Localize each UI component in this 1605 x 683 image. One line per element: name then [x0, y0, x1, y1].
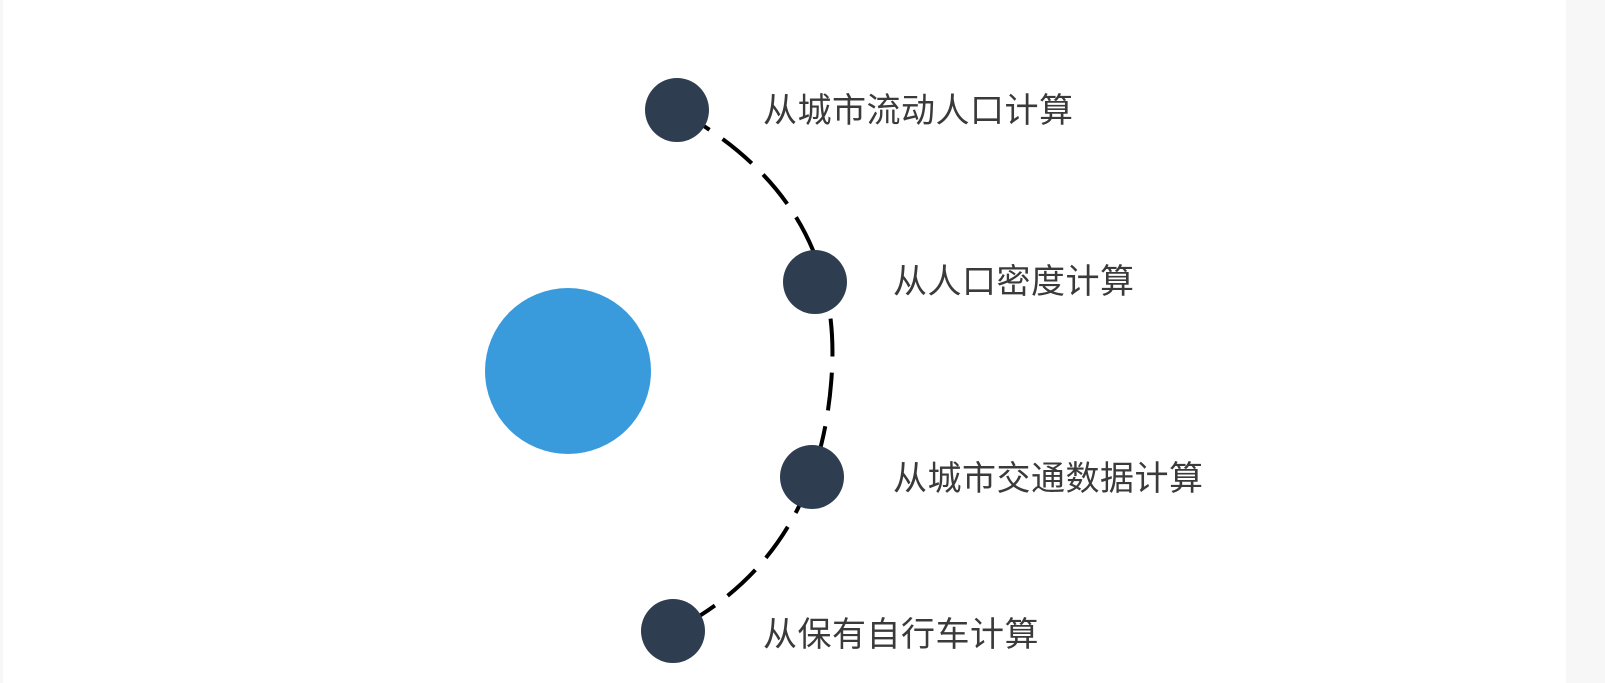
- diagram-canvas: [3, 0, 1566, 683]
- center-hub-circle: [485, 288, 651, 454]
- dashed-arc-connector: [672, 108, 835, 633]
- node-circle-1: [645, 78, 709, 142]
- node-circle-2: [783, 250, 847, 314]
- node-circle-4: [641, 599, 705, 663]
- node-label-2: 从人口密度计算: [893, 262, 1135, 302]
- node-label-1: 从城市流动人口计算: [763, 91, 1074, 131]
- node-label-3: 从城市交通数据计算: [893, 459, 1204, 499]
- node-label-4: 从保有自行车计算: [763, 615, 1039, 655]
- node-circle-3: [780, 445, 844, 509]
